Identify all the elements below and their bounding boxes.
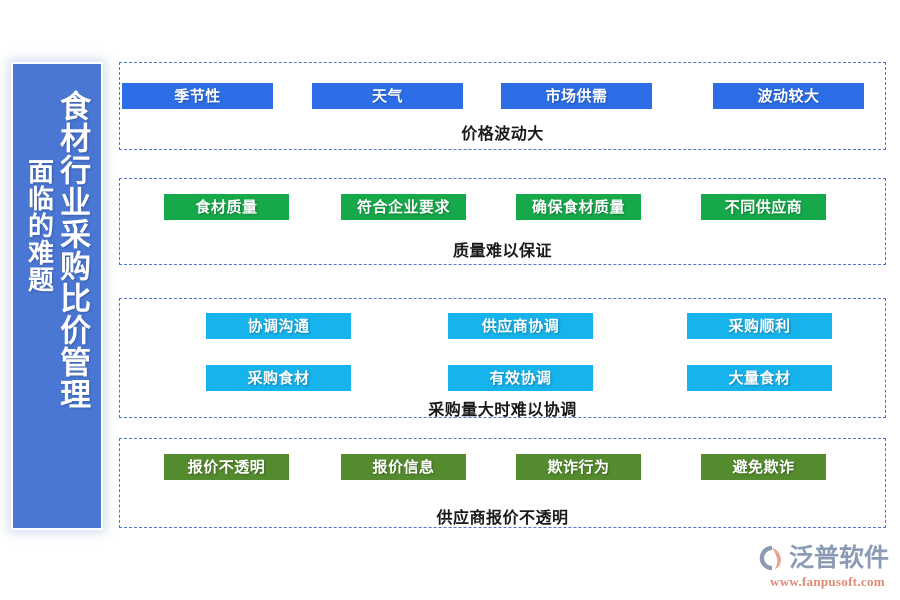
chip-item[interactable]: 大量食材 (687, 365, 832, 391)
chip-item[interactable]: 波动较大 (713, 83, 864, 109)
issue-group-coordination: 协调沟通 供应商协调 采购顺利 采购食材 有效协调 大量食材 采购量大时难以协调 (119, 298, 886, 419)
brand-url: www.fanpusoft.com (770, 574, 885, 589)
group-caption: 采购量大时难以协调 (428, 400, 577, 419)
chip-item[interactable]: 市场供需 (501, 83, 652, 109)
chip-item[interactable]: 协调沟通 (206, 313, 351, 339)
brand-logo: 泛普软件 www.fanpusoft.com (758, 543, 893, 591)
chip-item[interactable]: 符合企业要求 (341, 194, 466, 220)
chip-item[interactable]: 采购食材 (206, 365, 351, 391)
chip-item[interactable]: 报价信息 (341, 454, 466, 480)
chip-item[interactable]: 欺诈行为 (516, 454, 641, 480)
chip-row: 报价不透明 报价信息 欺诈行为 避免欺诈 (120, 439, 885, 480)
chip-item[interactable]: 报价不透明 (164, 454, 289, 480)
issue-group-quality: 食材质量 符合企业要求 确保食材质量 不同供应商 质量难以保证 (119, 178, 886, 265)
chip-item[interactable]: 季节性 (122, 83, 273, 109)
chip-item[interactable]: 供应商协调 (448, 313, 593, 339)
brand-name: 泛普软件 (789, 543, 890, 572)
chip-item[interactable]: 天气 (312, 83, 463, 109)
chip-row: 采购食材 有效协调 大量食材 (120, 339, 885, 391)
chip-item[interactable]: 避免欺诈 (701, 454, 826, 480)
group-caption: 质量难以保证 (452, 241, 552, 260)
chip-item[interactable]: 采购顺利 (687, 313, 832, 339)
group-caption: 供应商报价不透明 (436, 508, 569, 527)
issue-group-price-volatility: 季节性 天气 市场供需 波动较大 价格波动大 (119, 62, 886, 150)
group-caption: 价格波动大 (461, 124, 544, 143)
chip-row: 食材质量 符合企业要求 确保食材质量 不同供应商 (120, 179, 885, 220)
brand-row: 泛普软件 (758, 543, 889, 573)
issue-group-opaque-quotes: 报价不透明 报价信息 欺诈行为 避免欺诈 供应商报价不透明 (119, 438, 886, 528)
sidebar-title-sub: 面临的难题 (23, 158, 54, 293)
chip-row: 季节性 天气 市场供需 波动较大 (120, 63, 885, 109)
chip-item[interactable]: 确保食材质量 (516, 194, 641, 220)
sidebar-title-panel: 食材行业采购比价管理 面临的难题 (11, 62, 103, 530)
chip-row: 协调沟通 供应商协调 采购顺利 (120, 299, 885, 339)
chip-item[interactable]: 不同供应商 (701, 194, 826, 220)
chip-item[interactable]: 食材质量 (164, 194, 289, 220)
sidebar-title-main: 食材行业采购比价管理 (54, 90, 91, 410)
fanpu-logo-icon (759, 545, 781, 571)
chip-item[interactable]: 有效协调 (448, 365, 593, 391)
